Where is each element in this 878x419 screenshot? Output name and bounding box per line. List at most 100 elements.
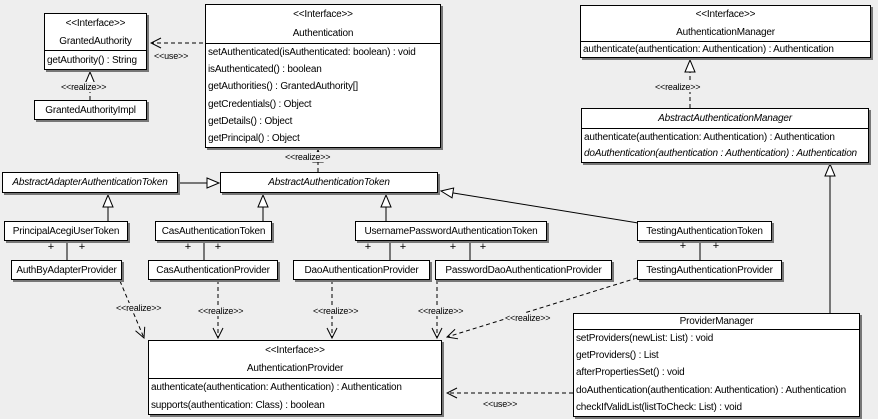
association-plus-mark: + — [449, 241, 457, 253]
edge-label-realize-label-passworddao: <<realize>> — [417, 306, 465, 316]
class-header: CasAuthenticationToken — [156, 222, 271, 240]
association-plus-mark: + — [399, 241, 407, 253]
method-row: getProviders() : List — [576, 350, 659, 362]
class-methods: authenticate(authentication: Authenticat… — [149, 379, 441, 414]
method-row: getPrincipal() : Object — [208, 132, 300, 144]
class-title: ProviderManager — [679, 316, 754, 327]
class-title: UsernamePasswordAuthenticationToken — [364, 225, 538, 237]
class-header: AbstractAuthenticationManager — [582, 109, 868, 129]
edge-label-realize-label-testing: <<realize>> — [504, 313, 552, 323]
class-title: TestingAuthenticationToken — [646, 225, 763, 237]
class-header: <<Interface>> GrantedAuthority — [45, 14, 146, 51]
class-testing-authentication-token[interactable]: TestingAuthenticationToken — [637, 221, 772, 241]
method-row: isAuthenticated() : boolean — [208, 64, 322, 76]
class-title: AuthenticationManager — [676, 26, 775, 38]
class-abstract-adapter-authentication-token[interactable]: AbstractAdapterAuthenticationToken — [2, 172, 178, 193]
edge-label-realize-label-cas: <<realize>> — [197, 306, 245, 316]
class-header: ProviderManager — [574, 314, 859, 330]
class-cas-authentication-token[interactable]: CasAuthenticationToken — [155, 221, 272, 241]
class-granted-authority-impl[interactable]: GrantedAuthorityImpl — [34, 100, 147, 120]
method-row: doAuthentication(authentication: Authent… — [576, 384, 846, 396]
class-title: AuthByAdapterProvider — [16, 264, 117, 276]
edge-label-realize-label-authbyadapter: <<realize>> — [115, 303, 163, 313]
class-header: <<Interface>> AuthenticationManager — [581, 6, 870, 42]
class-auth-by-adapter-provider[interactable]: AuthByAdapterProvider — [11, 260, 122, 280]
method-row: checkIfValidList(listToCheck: List) : vo… — [576, 401, 742, 413]
class-granted-authority[interactable]: <<Interface>> GrantedAuthority getAuthorit… — [44, 13, 147, 70]
edge-label-use-label-grantedauthority: <<use>> — [153, 51, 190, 61]
method-row: getDetails() : Object — [208, 115, 293, 127]
class-header: UsernamePasswordAuthenticationToken — [356, 222, 546, 240]
method-row: doAuthentication(authentication : Authen… — [584, 148, 857, 160]
association-plus-mark: + — [479, 241, 487, 253]
class-testing-authentication-provider[interactable]: TestingAuthenticationProvider — [637, 260, 782, 280]
class-header: DaoAuthenticationProvider — [294, 261, 429, 279]
class-header: PrincipalAcegiUserToken — [5, 222, 127, 240]
class-header: <<Interface>>AuthenticationProvider — [149, 341, 441, 379]
class-abstract-authentication-token[interactable]: AbstractAuthenticationToken — [220, 172, 438, 193]
edge-label-realize-label-dao: <<realize>> — [312, 306, 360, 316]
class-password-dao-authentication-provider[interactable]: PasswordDaoAuthenticationProvider — [435, 260, 612, 280]
method-row: getAuthority() : String — [47, 54, 137, 66]
class-methods: setProviders(newList: List) : void getPro… — [574, 330, 859, 416]
class-stereotype: <<Interface>> — [695, 9, 756, 21]
class-header: PasswordDaoAuthenticationProvider — [436, 261, 611, 279]
association-plus-mark: + — [78, 241, 86, 253]
class-header: TestingAuthenticationProvider — [638, 261, 781, 279]
class-header: <<Interface>> Authentication — [206, 5, 440, 44]
edge-label-realize-label-grantedauthorityimpl: <<realize>> — [60, 82, 108, 92]
class-stereotype: <<Interface>> — [65, 17, 126, 29]
association-plus-mark: + — [214, 241, 222, 253]
class-methods: authenticate(authentication: Authenticat… — [582, 129, 868, 162]
class-provider-manager[interactable]: ProviderManager setProviders(newList: Lis… — [573, 313, 860, 417]
method-row: authenticate(authentication: Authenticat… — [151, 382, 402, 394]
class-title: Authentication — [292, 28, 354, 39]
class-stereotype: <<Interface>> — [293, 9, 353, 20]
class-methods: setAuthenticated(isAuthenticated: boolea… — [206, 44, 440, 147]
method-row: getCredentials() : Object — [208, 98, 312, 110]
class-title: AbstractAuthenticationManager — [658, 113, 792, 124]
edge-label-use-label-providermanager: <<use>> — [482, 399, 519, 409]
edge-label-realize-label-abstractmanager: <<realize>> — [654, 82, 702, 92]
class-principal-acegi-user-token[interactable]: PrincipalAcegiUserToken — [4, 221, 128, 241]
association-plus-mark: + — [679, 240, 687, 252]
class-title: PrincipalAcegiUserToken — [12, 225, 120, 237]
class-header: GrantedAuthorityImpl — [35, 101, 146, 119]
association-plus-mark: + — [47, 241, 55, 253]
class-title: GrantedAuthorityImpl — [45, 104, 136, 116]
class-title: GrantedAuthority — [59, 35, 132, 47]
class-dao-authentication-provider[interactable]: DaoAuthenticationProvider — [293, 260, 430, 280]
class-username-password-authentication-token[interactable]: UsernamePasswordAuthenticationToken — [355, 221, 547, 241]
association-plus-mark: + — [184, 241, 192, 253]
method-row: getAuthorities() : GrantedAuthority[] — [208, 81, 358, 93]
method-row: authenticate(authentication: Authenticat… — [584, 131, 835, 143]
class-title: AbstractAuthenticationToken — [268, 177, 390, 188]
class-header: CasAuthenticationProvider — [149, 261, 277, 279]
association-plus-mark: + — [364, 241, 372, 253]
method-row: afterPropertiesSet() : void — [576, 367, 685, 379]
class-title: CasAuthenticationToken — [161, 225, 266, 237]
association-plus-mark: + — [712, 240, 720, 252]
edge-gen-testing-token — [441, 191, 639, 224]
class-title: DaoAuthenticationProvider — [304, 264, 419, 276]
class-header: AbstractAdapterAuthenticationToken — [3, 173, 177, 192]
class-authentication-provider[interactable]: <<Interface>>AuthenticationProvider authe… — [148, 340, 442, 415]
class-title: CasAuthenticationProvider — [156, 264, 270, 276]
class-authentication[interactable]: <<Interface>> Authentication setAuthentica… — [205, 4, 441, 148]
method-row: setProviders(newList: List) : void — [576, 333, 714, 345]
class-title: TestingAuthenticationProvider — [646, 264, 773, 276]
class-header: AuthByAdapterProvider — [12, 261, 121, 279]
edge-realize-testingprovider — [447, 277, 638, 337]
method-row: setAuthenticated(isAuthenticated: boolea… — [208, 47, 416, 59]
class-title: PasswordDaoAuthenticationProvider — [445, 264, 602, 276]
edge-label-realize-label-abstracttoken: <<realize>> — [284, 152, 332, 162]
class-header: AbstractAuthenticationToken — [221, 173, 437, 192]
method-row: supports(authentication: Class) : boolea… — [151, 399, 325, 411]
class-header: TestingAuthenticationToken — [638, 222, 771, 240]
class-abstract-authentication-manager[interactable]: AbstractAuthenticationManager authenticat… — [581, 108, 869, 163]
class-cas-authentication-provider[interactable]: CasAuthenticationProvider — [148, 260, 278, 280]
class-title: AuthenticationProvider — [246, 363, 344, 375]
class-methods: getAuthority() : String — [45, 51, 146, 69]
